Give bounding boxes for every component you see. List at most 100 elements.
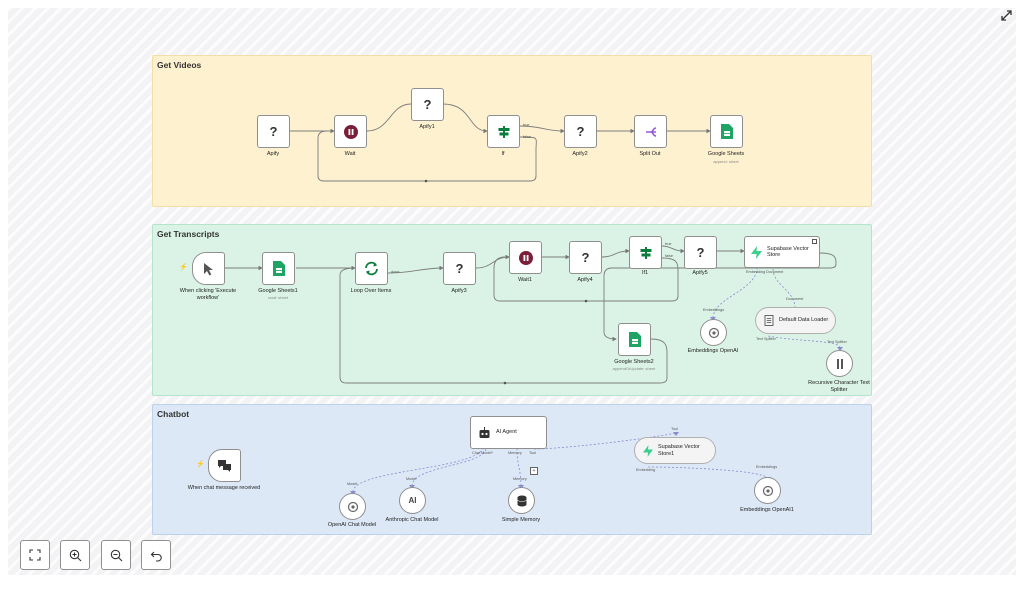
add-tool-button[interactable]: + bbox=[530, 467, 538, 475]
undo-icon bbox=[150, 551, 162, 562]
unknown-node-icon: ? bbox=[696, 245, 705, 260]
signpost-icon bbox=[498, 125, 509, 138]
node-label: Wait bbox=[344, 151, 356, 157]
port-label-embeddings: Embeddings bbox=[756, 465, 778, 469]
cursor-icon bbox=[203, 262, 213, 275]
reset-zoom-button[interactable] bbox=[141, 540, 171, 570]
node-label: If bbox=[501, 151, 505, 157]
google-sheets-icon bbox=[628, 332, 641, 347]
openai-icon bbox=[708, 327, 719, 338]
google-sheets-icon bbox=[720, 124, 733, 139]
node-label: OpenAI Chat Model bbox=[327, 522, 377, 528]
google-sheets1-node[interactable] bbox=[262, 252, 295, 285]
port-label-model: Model bbox=[406, 477, 417, 481]
node-label: Anthropic Chat Model bbox=[385, 517, 439, 523]
unknown-node-icon: ? bbox=[576, 124, 585, 139]
node-label: Apify bbox=[266, 151, 280, 157]
chat-trigger-node[interactable] bbox=[208, 449, 241, 482]
unknown-node-icon: ? bbox=[581, 250, 590, 265]
node-label: Google Sheets bbox=[707, 151, 745, 157]
node-label: AI Agent bbox=[496, 429, 517, 436]
fit-view-button[interactable] bbox=[20, 540, 50, 570]
node-label: Embeddings OpenAI bbox=[687, 348, 739, 354]
recursive-text-splitter-node[interactable] bbox=[826, 350, 853, 377]
section-title: Get Videos bbox=[157, 60, 202, 70]
trigger-bolt-icon: ⚡ bbox=[179, 264, 188, 271]
port-label-true: true bbox=[523, 123, 530, 127]
loop-over-items-node[interactable] bbox=[355, 252, 388, 285]
port-label-tool: Tool bbox=[671, 427, 678, 431]
node-label: Apify4 bbox=[577, 277, 593, 283]
simple-memory-node[interactable] bbox=[508, 487, 535, 514]
port-label-text-splitter: Text Splitter bbox=[756, 337, 776, 341]
apify1-node[interactable]: ? bbox=[411, 88, 444, 121]
node-label: Google Sheets1 bbox=[258, 288, 298, 294]
supabase-vector-store1-node[interactable]: Supabase Vector Store1 bbox=[634, 437, 716, 464]
signpost-icon bbox=[640, 246, 651, 259]
zoom-in-icon bbox=[69, 549, 81, 561]
node-label: Google Sheets2 bbox=[614, 359, 654, 365]
chat-bubbles-icon bbox=[218, 460, 231, 472]
google-sheets-icon bbox=[272, 261, 285, 276]
embeddings-openai-node[interactable] bbox=[700, 319, 727, 346]
node-label: Apify5 bbox=[692, 270, 708, 276]
openai-icon bbox=[762, 485, 773, 496]
section-title: Chatbot bbox=[157, 409, 190, 419]
wait-node[interactable] bbox=[334, 115, 367, 148]
if-node[interactable] bbox=[487, 115, 520, 148]
port-label-chat-model: Chat Model* bbox=[472, 451, 493, 455]
node-label: Supabase Vector Store1 bbox=[658, 444, 700, 457]
port-label-embedding: Embedding bbox=[746, 270, 766, 274]
maximize-icon[interactable] bbox=[1000, 9, 1013, 22]
node-label: Recursive Character Text Splitter bbox=[808, 380, 870, 393]
tool-badge-icon bbox=[812, 239, 817, 244]
port-label-document: Document bbox=[786, 297, 804, 301]
node-subtitle: read: sheet bbox=[267, 295, 288, 300]
apify5-node[interactable]: ? bbox=[684, 236, 717, 269]
wait1-node[interactable] bbox=[509, 241, 542, 274]
robot-icon bbox=[479, 426, 490, 438]
port-label-document: Document bbox=[766, 270, 784, 274]
document-icon bbox=[764, 315, 774, 326]
manual-trigger-node[interactable] bbox=[192, 252, 225, 285]
node-label: Wait1 bbox=[518, 277, 532, 283]
unknown-node-icon: ? bbox=[423, 97, 432, 112]
zoom-in-button[interactable] bbox=[60, 540, 90, 570]
anthropic-chat-model-node[interactable]: AI bbox=[399, 487, 426, 514]
default-data-loader-node[interactable]: Default Data Loader bbox=[755, 307, 836, 334]
supabase-icon bbox=[643, 444, 653, 457]
zoom-out-button[interactable] bbox=[101, 540, 131, 570]
node-label: Embeddings OpenAI1 bbox=[740, 507, 794, 513]
splitter-icon bbox=[836, 358, 843, 369]
apify3-node[interactable]: ? bbox=[443, 252, 476, 285]
node-label: Loop Over Items bbox=[350, 288, 392, 294]
if1-node[interactable] bbox=[629, 236, 662, 269]
google-sheets-node[interactable] bbox=[710, 115, 743, 148]
unknown-node-icon: ? bbox=[269, 124, 278, 139]
node-label: Apify2 bbox=[572, 151, 588, 157]
pause-icon bbox=[518, 250, 533, 265]
apify4-node[interactable]: ? bbox=[569, 241, 602, 274]
port-label-done: done bbox=[391, 270, 400, 274]
split-out-node[interactable] bbox=[634, 115, 667, 148]
apify-node[interactable]: ? bbox=[257, 115, 290, 148]
port-label-tool: Tool bbox=[529, 451, 536, 455]
anthropic-icon: AI bbox=[408, 496, 417, 505]
pause-icon bbox=[343, 124, 358, 139]
ai-agent-node[interactable]: AI Agent bbox=[470, 416, 547, 449]
node-subtitle: appendOrUpdate: sheet bbox=[612, 366, 656, 371]
openai-icon bbox=[347, 501, 358, 512]
embeddings-openai1-node[interactable] bbox=[754, 477, 781, 504]
port-label-false: false bbox=[523, 135, 532, 139]
openai-chat-model-node[interactable] bbox=[339, 493, 366, 520]
unknown-node-icon: ? bbox=[455, 261, 464, 276]
port-label-embedding: Embedding bbox=[636, 468, 656, 472]
port-label-false: false bbox=[665, 254, 674, 258]
google-sheets2-node[interactable] bbox=[618, 323, 651, 356]
supabase-vector-store-node[interactable]: Supabase Vector Store bbox=[744, 236, 820, 268]
port-label-text-splitter: Text Splitter bbox=[827, 340, 847, 344]
node-label: Default Data Loader bbox=[779, 317, 829, 324]
apify2-node[interactable]: ? bbox=[564, 115, 597, 148]
port-label-memory: Memory bbox=[513, 477, 527, 481]
